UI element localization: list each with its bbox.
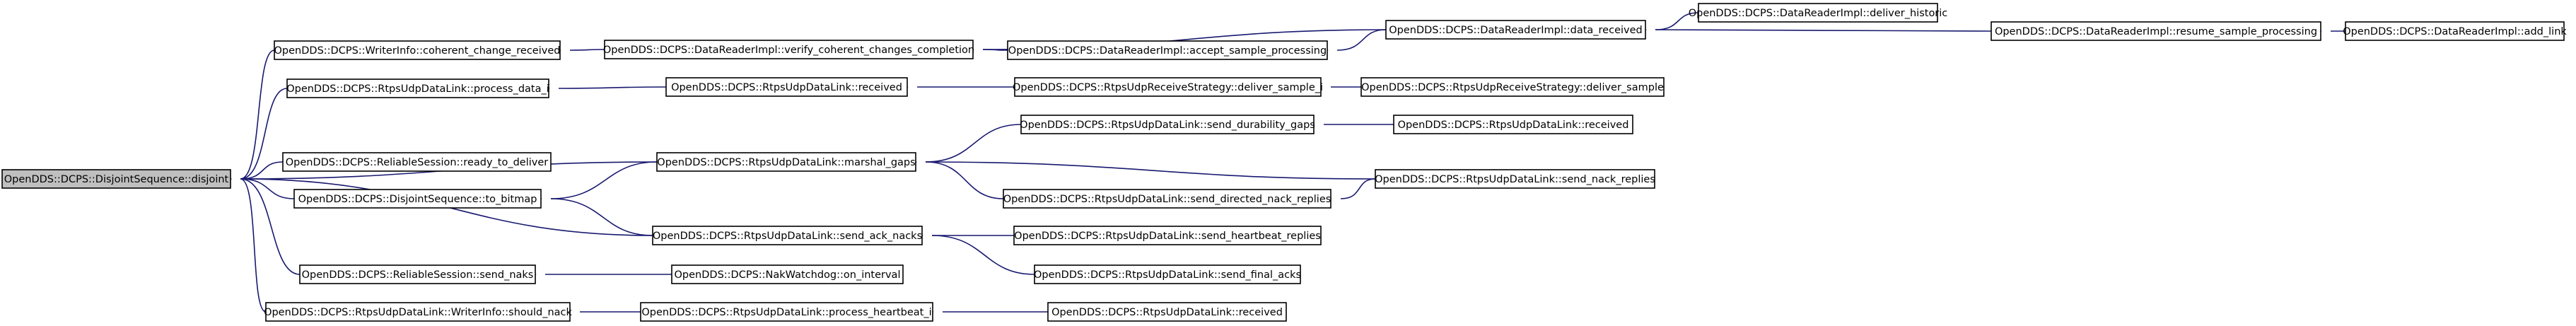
- node-box[interactable]: [1047, 302, 1287, 322]
- node-label: OpenDDS::DCPS::ReliableSession::ready_to…: [286, 157, 549, 168]
- node-box[interactable]: [652, 226, 923, 245]
- node-n23[interactable]: OpenDDS::DCPS::RtpsUdpDataLink::send_fin…: [1034, 264, 1301, 284]
- node-box[interactable]: [299, 264, 536, 284]
- node-n13[interactable]: OpenDDS::DCPS::RtpsUdpDataLink::received: [1393, 115, 1633, 134]
- node-n21[interactable]: OpenDDS::DCPS::ReliableSession::send_nak…: [299, 264, 536, 284]
- node-label: OpenDDS::DCPS::DataReaderImpl::verify_co…: [603, 45, 974, 56]
- edge-n18-to-n15: [925, 161, 1004, 199]
- node-n14[interactable]: OpenDDS::DCPS::ReliableSession::ready_to…: [282, 152, 552, 172]
- node-label: OpenDDS::DCPS::RtpsUdpDataLink::received: [1051, 307, 1283, 318]
- node-box[interactable]: [286, 78, 549, 98]
- edge-n17-to-n0: [240, 178, 295, 199]
- node-box[interactable]: [274, 40, 561, 60]
- node-label: OpenDDS::DCPS::RtpsUdpDataLink::send_ack…: [653, 231, 922, 242]
- node-n17[interactable]: OpenDDS::DCPS::DisjointSequence::to_bitm…: [293, 189, 542, 209]
- node-n19[interactable]: OpenDDS::DCPS::RtpsUdpDataLink::send_ack…: [652, 226, 923, 245]
- edge-n23-to-n19: [931, 235, 1035, 275]
- node-n26[interactable]: OpenDDS::DCPS::RtpsUdpDataLink::received: [1047, 302, 1287, 322]
- node-box[interactable]: [1360, 77, 1665, 97]
- edge-n4-to-n3: [1336, 29, 1387, 51]
- edge-n1-to-n0: [240, 50, 275, 180]
- node-box[interactable]: [640, 302, 933, 322]
- edge-n24-to-n0: [240, 178, 267, 313]
- edge-n16-to-n18: [1340, 178, 1376, 199]
- node-box[interactable]: [1034, 264, 1301, 284]
- edge-n19-to-n17: [550, 198, 653, 236]
- node-n11[interactable]: OpenDDS::DCPS::RtpsUdpReceiveStrategy::d…: [1360, 77, 1665, 97]
- node-label: OpenDDS::DCPS::RtpsUdpReceiveStrategy::d…: [1361, 82, 1664, 93]
- node-label: OpenDDS::DCPS::RtpsUdpDataLink::WriterIn…: [264, 307, 572, 318]
- node-n7[interactable]: OpenDDS::DCPS::DataReaderImpl::add_link: [2343, 21, 2567, 41]
- edge-n16-to-n15: [925, 161, 1376, 180]
- node-label: OpenDDS::DCPS::WriterInfo::coherent_chan…: [274, 45, 561, 57]
- node-n15[interactable]: OpenDDS::DCPS::RtpsUdpDataLink::marshal_…: [656, 152, 916, 172]
- node-label: OpenDDS::DCPS::RtpsUdpDataLink::received: [671, 82, 902, 93]
- node-label: OpenDDS::DCPS::RtpsUdpDataLink::send_nac…: [1375, 174, 1655, 185]
- edge-n9-to-n8: [558, 86, 667, 89]
- node-n6[interactable]: OpenDDS::DCPS::DataReaderImpl::resume_sa…: [1991, 21, 2321, 41]
- node-n18[interactable]: OpenDDS::DCPS::RtpsUdpDataLink::send_dir…: [1003, 189, 1331, 209]
- node-label: OpenDDS::DCPS::RtpsUdpDataLink::send_fin…: [1034, 269, 1301, 281]
- node-n24[interactable]: OpenDDS::DCPS::RtpsUdpDataLink::WriterIn…: [264, 302, 573, 322]
- node-label: OpenDDS::DCPS::RtpsUdpReceiveStrategy::d…: [1013, 82, 1323, 93]
- node-n9[interactable]: OpenDDS::DCPS::RtpsUdpDataLink::received: [665, 77, 908, 97]
- node-box[interactable]: [1013, 226, 1322, 245]
- node-label: OpenDDS::DCPS::RtpsUdpDataLink::marshal_…: [657, 157, 915, 168]
- node-box[interactable]: [604, 40, 974, 59]
- node-n4[interactable]: OpenDDS::DCPS::DataReaderImpl::data_rece…: [1385, 20, 1646, 40]
- node-n0[interactable]: OpenDDS::DCPS::DisjointSequence::disjoin…: [1, 169, 231, 189]
- node-n12[interactable]: OpenDDS::DCPS::RtpsUdpDataLink::send_dur…: [1020, 115, 1315, 134]
- node-box[interactable]: [1375, 169, 1655, 189]
- node-label: OpenDDS::DCPS::RtpsUdpDataLink::process_…: [641, 307, 931, 318]
- node-label: OpenDDS::DCPS::DataReaderImpl::add_link: [2343, 26, 2567, 37]
- node-label: OpenDDS::DCPS::DataReaderImpl::accept_sa…: [1008, 45, 1327, 57]
- node-label: OpenDDS::DCPS::DisjointSequence::disjoin…: [4, 174, 229, 185]
- node-label: OpenDDS::DCPS::RtpsUdpDataLink::send_dur…: [1020, 120, 1315, 131]
- node-box[interactable]: [1020, 115, 1315, 134]
- edge-n12-to-n15: [925, 124, 1022, 163]
- node-label: OpenDDS::DCPS::DataReaderImpl::deliver_h…: [1689, 8, 1948, 19]
- node-label: OpenDDS::DCPS::DisjointSequence::to_bitm…: [298, 194, 537, 205]
- node-label: OpenDDS::DCPS::RtpsUdpDataLink::received: [1398, 120, 1629, 131]
- node-n22[interactable]: OpenDDS::DCPS::NakWatchdog::on_interval: [671, 264, 904, 284]
- node-n2[interactable]: OpenDDS::DCPS::DataReaderImpl::verify_co…: [603, 40, 974, 59]
- node-box[interactable]: [293, 189, 542, 209]
- node-label: OpenDDS::DCPS::NakWatchdog::on_interval: [675, 269, 901, 281]
- edge-n21-to-n0: [240, 178, 301, 275]
- node-label: OpenDDS::DCPS::RtpsUdpDataLink::send_hea…: [1014, 231, 1321, 242]
- node-n25[interactable]: OpenDDS::DCPS::RtpsUdpDataLink::process_…: [640, 302, 933, 322]
- node-n3[interactable]: OpenDDS::DCPS::DataReaderImpl::accept_sa…: [1007, 40, 1328, 60]
- node-box[interactable]: [656, 152, 916, 172]
- node-box[interactable]: [1014, 77, 1322, 97]
- node-n10[interactable]: OpenDDS::DCPS::RtpsUdpReceiveStrategy::d…: [1013, 77, 1323, 97]
- node-box[interactable]: [265, 302, 571, 322]
- node-label: OpenDDS::DCPS::ReliableSession::send_nak…: [302, 269, 534, 281]
- node-box[interactable]: [1385, 20, 1646, 40]
- node-box[interactable]: [282, 152, 552, 172]
- node-box[interactable]: [1003, 189, 1331, 209]
- edge-n6-to-n4: [1655, 29, 1992, 32]
- node-box[interactable]: [1698, 3, 1938, 23]
- node-label: OpenDDS::DCPS::DataReaderImpl::resume_sa…: [1995, 26, 2317, 37]
- node-box[interactable]: [1991, 21, 2321, 41]
- nodes-layer: OpenDDS::DCPS::DisjointSequence::disjoin…: [1, 3, 2567, 322]
- node-n1[interactable]: OpenDDS::DCPS::WriterInfo::coherent_chan…: [274, 40, 561, 60]
- edge-n14-to-n0: [240, 161, 284, 180]
- node-label: OpenDDS::DCPS::RtpsUdpDataLink::process_…: [286, 83, 549, 95]
- node-box[interactable]: [1393, 115, 1633, 134]
- node-n5[interactable]: OpenDDS::DCPS::DataReaderImpl::deliver_h…: [1689, 3, 1948, 23]
- node-box[interactable]: [1, 169, 231, 189]
- node-n20[interactable]: OpenDDS::DCPS::RtpsUdpDataLink::send_hea…: [1013, 226, 1322, 245]
- node-n8[interactable]: OpenDDS::DCPS::RtpsUdpDataLink::process_…: [286, 78, 549, 98]
- node-n16[interactable]: OpenDDS::DCPS::RtpsUdpDataLink::send_nac…: [1375, 169, 1655, 189]
- node-box[interactable]: [665, 77, 908, 97]
- node-box[interactable]: [2345, 21, 2565, 41]
- node-label: OpenDDS::DCPS::RtpsUdpDataLink::send_dir…: [1003, 194, 1331, 205]
- edge-n8-to-n0: [240, 88, 288, 180]
- edge-n15-to-n17: [550, 161, 658, 199]
- node-box[interactable]: [1007, 40, 1328, 60]
- node-box[interactable]: [671, 264, 904, 284]
- node-label: OpenDDS::DCPS::DataReaderImpl::data_rece…: [1389, 25, 1643, 36]
